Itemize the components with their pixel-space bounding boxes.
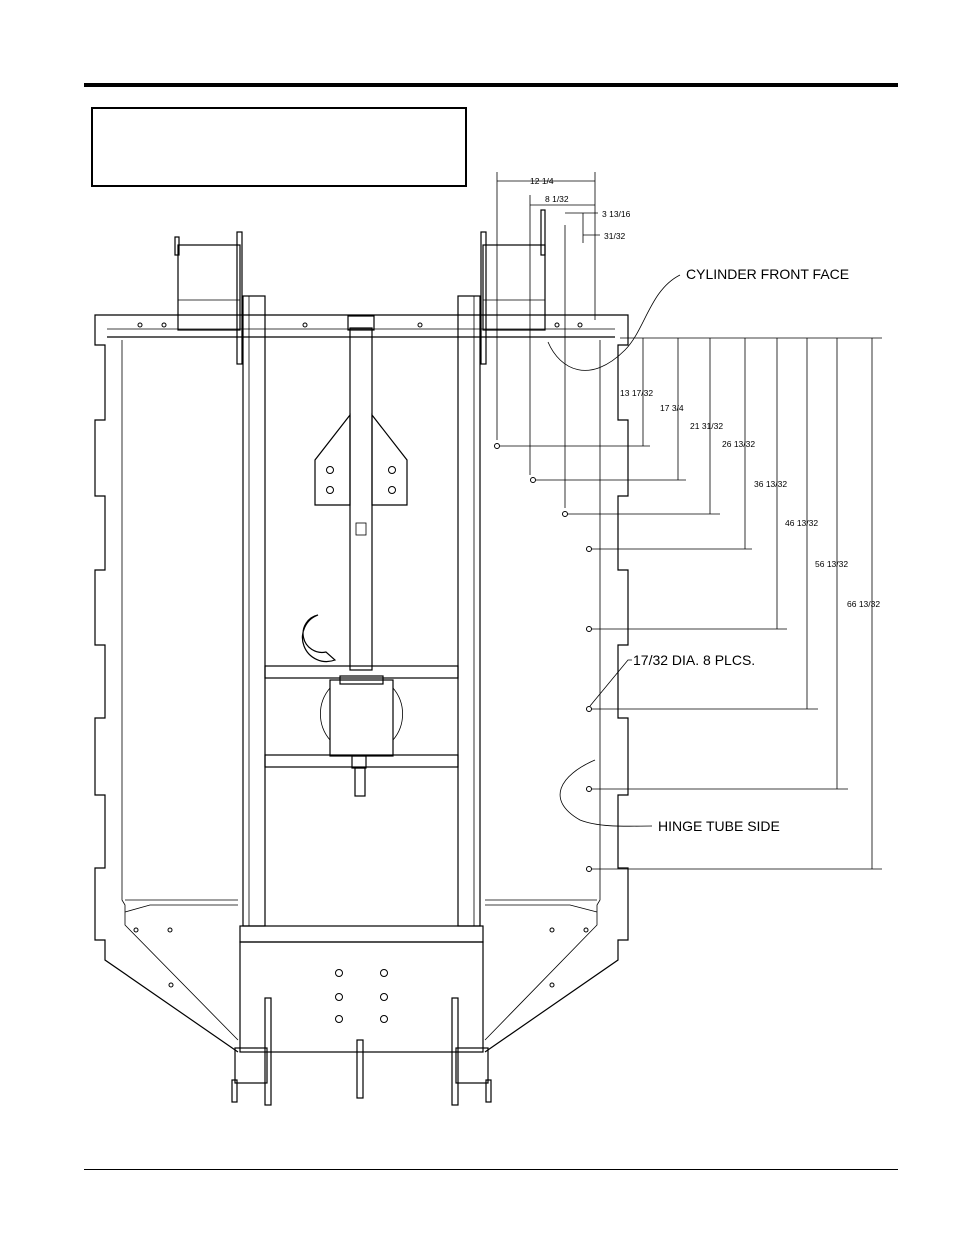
hole-6 [586, 706, 592, 712]
dimensioned-holes [494, 443, 592, 872]
hinge-tube-side-label: HINGE TUBE SIDE [658, 818, 780, 834]
hole-4 [586, 546, 592, 552]
hole-2 [530, 477, 536, 483]
hole-7 [586, 786, 592, 792]
dim-label: 13 17/32 [620, 388, 653, 398]
dim-label: 31/32 [604, 231, 626, 241]
footer-rule [84, 1169, 898, 1170]
dim-label: 3 13/16 [602, 209, 631, 219]
dim-label: 21 31/32 [690, 421, 723, 431]
dim-label: 46 13/32 [785, 518, 818, 528]
hole-8 [586, 866, 592, 872]
hole-3 [562, 511, 568, 517]
bottom-section [231, 925, 492, 1106]
dim-label: 36 13/32 [754, 479, 787, 489]
right-top-bracket [480, 209, 546, 365]
motor-mount [264, 665, 459, 797]
dimension-lines [496, 172, 882, 870]
title-box [91, 107, 467, 187]
frame-outline [94, 314, 629, 1053]
dim-label: 12 1/4 [530, 176, 554, 186]
hole-5 [586, 626, 592, 632]
right-side-tube [457, 295, 481, 927]
dim-label: 17 3/4 [660, 403, 684, 413]
frame-holes [133, 322, 589, 988]
header-rule [84, 83, 898, 87]
left-top-bracket [174, 231, 243, 365]
left-side-tube [242, 295, 266, 927]
dim-label: 26 13/32 [722, 439, 755, 449]
hole-1 [494, 443, 500, 449]
dim-label: 8 1/32 [545, 194, 569, 204]
hole-note-label: 17/32 DIA. 8 PLCS. [633, 652, 755, 668]
center-tube [301, 315, 408, 671]
cylinder-front-face-label: CYLINDER FRONT FACE [686, 266, 849, 282]
dim-label: 66 13/32 [847, 599, 880, 609]
dim-label: 56 13/32 [815, 559, 848, 569]
